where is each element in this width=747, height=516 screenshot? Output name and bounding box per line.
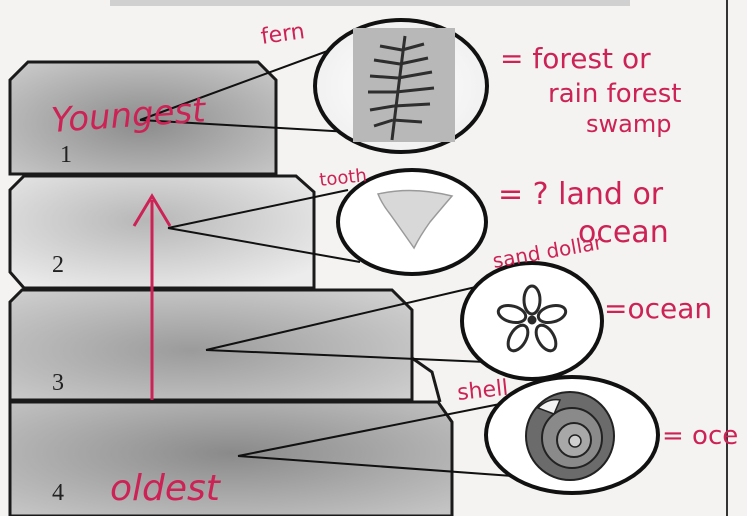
sand-dollar-fossil xyxy=(462,263,602,379)
fern-env-line2: rain forest xyxy=(548,79,682,109)
fern-fossil xyxy=(315,20,487,152)
shell-env: = oce xyxy=(662,421,738,451)
fern-env-line1: = forest or xyxy=(500,42,651,75)
layer-4-rock xyxy=(10,402,452,516)
tooth-env-line2: ocean xyxy=(578,215,669,250)
sand-dollar-env: =ocean xyxy=(604,292,712,325)
tooth-env-line1: = ? land or xyxy=(498,177,664,212)
layer-3-step-edge xyxy=(412,358,440,402)
oldest-label: oldest xyxy=(110,468,222,509)
heading-remnant xyxy=(110,0,630,6)
layer-2-number: 2 xyxy=(52,252,64,278)
shell-icon xyxy=(526,392,614,480)
layer-3-rock xyxy=(10,290,412,400)
shell-fossil xyxy=(486,377,658,493)
layer-1-number: 1 xyxy=(60,142,72,168)
shell-label: shell xyxy=(456,376,510,406)
fern-env-line3: swamp xyxy=(586,110,671,138)
layer-4-number: 4 xyxy=(52,480,64,506)
fern-label: fern xyxy=(259,19,306,50)
layer-3-number: 3 xyxy=(52,370,64,396)
